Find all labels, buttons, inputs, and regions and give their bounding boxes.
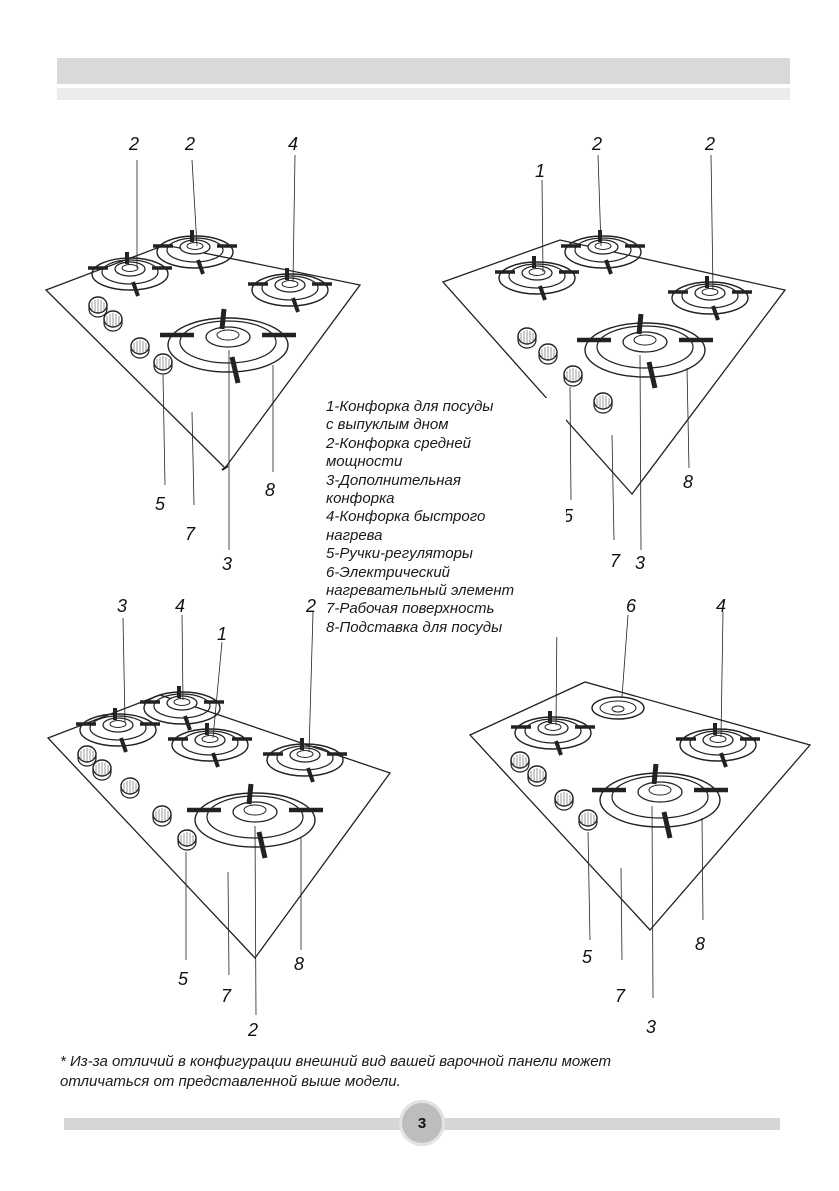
legend-line: нагревательный элемент [326,582,515,600]
legend-line: 1-Конфорка для посуды [326,398,494,415]
callout-label: 5 [155,494,166,514]
callout-label: 4 [175,596,185,616]
hob-diagram-bottom-left: 3 4 1 2 5 7 8 2 [46,596,392,1040]
page-number-badge: 3 [399,1100,445,1146]
callout-label: 7 [615,986,626,1006]
legend-line: 7-Рабочая поверхность [326,600,495,618]
callout-label: 5 [582,947,593,967]
legend-line: конфорка [326,490,395,508]
callout-label: 6 [626,596,637,616]
hob-diagram-top-left: 2 2 4 5 7 8 3 [44,134,362,574]
callout-label: 2 [704,134,715,154]
callout-label: 2 [305,596,316,616]
callout-label: 7 [221,986,232,1006]
legend-line: 5-Ручки-регуляторы [326,545,473,563]
callout-label: 5 [178,969,189,989]
callout-label: 1 [217,624,227,644]
callout-label: 4 [288,134,298,154]
callout-label: 7 [610,551,621,571]
legend-line: 4-Конфорка быстрого [326,508,486,526]
callout-label: 1 [535,161,545,181]
footnote: * Из-за отличий в конфигурации внешний в… [60,1052,780,1092]
callout-label: 4 [716,596,726,616]
callout-label: 8 [294,954,304,974]
page-number: 3 [417,1114,427,1132]
callout-label: 2 [184,134,195,154]
header-bar [57,58,790,84]
callout-label: 8 [683,472,693,492]
legend-line: мощности [326,453,403,471]
footnote-line-2: отличаться от представленной выше модели… [60,1073,401,1090]
hob-diagram-top-right: 2 2 1 5 7 3 8 [441,134,787,573]
legend-line: 6-Электрический [326,563,451,581]
callout-label: 3 [646,1017,656,1037]
hob-diagram-bottom-right: 2 6 4 5 7 8 3 [468,596,812,1037]
callout-label: 2 [247,1020,258,1040]
callout-label: 3 [635,553,645,573]
callout-label: 2 [128,134,139,154]
electric-element [591,696,645,720]
callout-label: 3 [222,554,232,574]
callout-label: 7 [185,524,196,544]
callout-label: 8 [265,480,275,500]
legend-line: с выпуклым дном [326,416,449,434]
legend-line: 3-Дополнительная [326,471,461,489]
legend-line: 2-Конфорка средней [326,434,471,452]
callout-label: 3 [117,596,127,616]
legend-line: нагрева [326,526,383,544]
callout-label: 8 [695,934,705,954]
callout-label: 5 [563,506,574,526]
parts-legend: 1-Конфорка для посуды с выпуклым дном 2-… [326,398,566,638]
header-underline [57,88,790,100]
callout-label: 2 [591,134,602,154]
legend-line: 8-Подставка для посуды [326,618,503,636]
footnote-line-1: * Из-за отличий в конфигурации внешний в… [60,1053,611,1070]
